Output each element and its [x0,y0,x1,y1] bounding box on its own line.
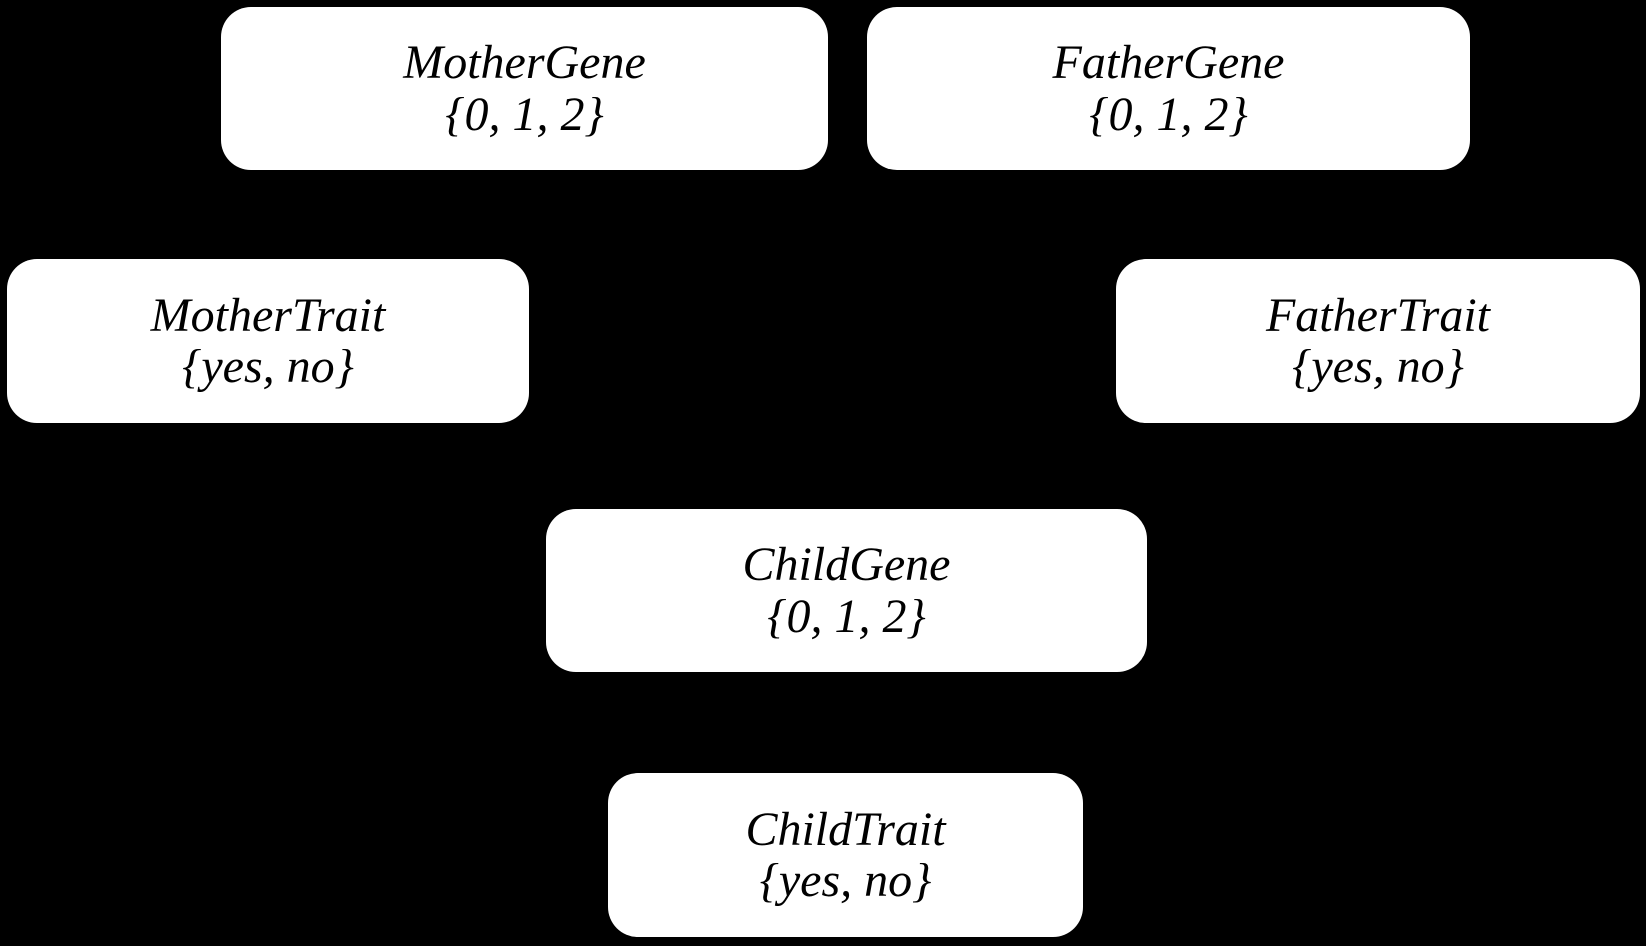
node-child-trait-label: ChildTrait [745,802,946,856]
node-mother-gene-label: MotherGene [403,36,646,90]
node-child-gene-label: ChildGene [742,538,951,592]
node-mother-trait-label: MotherTrait [150,288,386,342]
node-child-gene[interactable]: ChildGene {0, 1, 2} [546,509,1147,672]
node-father-trait[interactable]: FatherTrait {yes, no} [1116,259,1640,423]
node-child-trait[interactable]: ChildTrait {yes, no} [608,773,1083,937]
node-father-gene-domain: {0, 1, 2} [1089,87,1248,141]
node-mother-gene[interactable]: MotherGene {0, 1, 2} [221,7,828,170]
node-child-gene-domain: {0, 1, 2} [767,589,926,643]
node-mother-trait[interactable]: MotherTrait {yes, no} [7,259,529,423]
node-mother-trait-domain: {yes, no} [182,340,354,393]
node-father-trait-label: FatherTrait [1265,288,1491,342]
node-father-gene-label: FatherGene [1052,36,1285,90]
node-mother-gene-domain: {0, 1, 2} [445,87,604,141]
node-father-trait-domain: {yes, no} [1292,340,1464,393]
node-child-trait-domain: {yes, no} [759,854,932,907]
node-father-gene[interactable]: FatherGene {0, 1, 2} [867,7,1470,170]
